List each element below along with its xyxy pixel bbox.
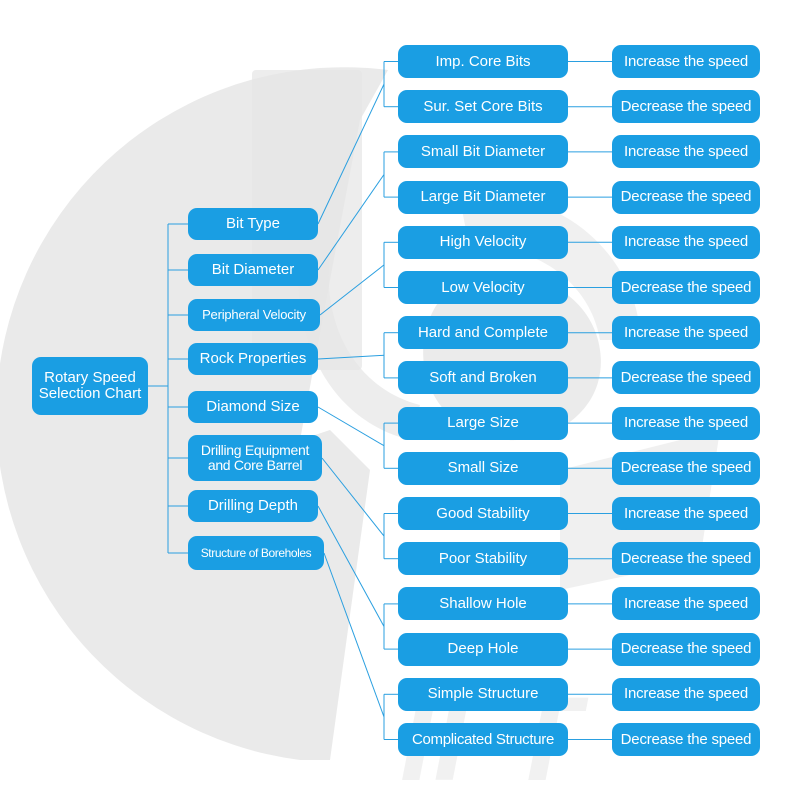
result-node-increase-the-speed-7-1: Increase the speed: [612, 587, 760, 621]
condition-node-shallow-hole: Shallow Hole: [398, 587, 568, 621]
factor-node-peripheral-velocity: Peripheral Velocity: [188, 299, 320, 331]
factor-to-conditions-6: [321, 457, 385, 537]
factor-node-drilling-depth: Drilling Depth: [188, 490, 318, 522]
result-node-increase-the-speed-5-1: Increase the speed: [612, 406, 760, 440]
result-node-decrease-the-speed-2-2: Decrease the speed: [612, 180, 760, 214]
condition-node-deep-hole: Deep Hole: [398, 632, 568, 666]
factor-to-conditions-1: [317, 83, 385, 225]
factor-node-bit-type: Bit Type: [188, 208, 318, 240]
factor-node-structure-of-boreholes: Structure of Boreholes: [188, 536, 324, 570]
condition-node-complicated-structure: Complicated Structure: [398, 723, 568, 756]
condition-node-large-size: Large Size: [398, 406, 568, 440]
condition-node-low-velocity: Low Velocity: [398, 271, 568, 304]
result-node-decrease-the-speed-8-2: Decrease the speed: [612, 723, 760, 756]
condition-node-small-size: Small Size: [398, 451, 568, 485]
factor-node-diamond-size: Diamond Size: [188, 391, 318, 423]
condition-node-soft-and-broken: Soft and Broken: [398, 361, 568, 395]
condition-node-imp-core-bits: Imp. Core Bits: [398, 45, 568, 78]
factor-to-conditions-5: [317, 406, 385, 447]
result-node-decrease-the-speed-1-2: Decrease the speed: [612, 90, 760, 124]
result-node-increase-the-speed-2-1: Increase the speed: [612, 135, 760, 169]
result-node-increase-the-speed-4-1: Increase the speed: [612, 316, 760, 350]
result-node-increase-the-speed-6-1: Increase the speed: [612, 497, 760, 530]
condition-node-sur-set-core-bits: Sur. Set Core Bits: [398, 90, 568, 124]
factor-to-conditions-3: [319, 264, 385, 316]
condition-node-large-bit-diameter: Large Bit Diameter: [398, 180, 568, 214]
condition-node-high-velocity: High Velocity: [398, 225, 568, 259]
result-node-decrease-the-speed-6-2: Decrease the speed: [612, 542, 760, 576]
result-node-increase-the-speed-3-1: Increase the speed: [612, 225, 760, 259]
condition-node-simple-structure: Simple Structure: [398, 677, 568, 711]
result-node-increase-the-speed-1-1: Increase the speed: [612, 45, 760, 78]
result-node-decrease-the-speed-5-2: Decrease the speed: [612, 451, 760, 485]
condition-node-hard-and-complete: Hard and Complete: [398, 316, 568, 350]
factor-to-conditions-8: [323, 552, 385, 718]
factor-node-drilling-equipment-and-core-barrel: Drilling Equipment and Core Barrel: [188, 435, 322, 481]
factor-to-conditions-2: [317, 174, 385, 271]
factor-to-conditions-7: [317, 505, 385, 627]
factor-to-conditions-4: [317, 354, 385, 360]
result-node-decrease-the-speed-7-2: Decrease the speed: [612, 632, 760, 666]
condition-node-good-stability: Good Stability: [398, 497, 568, 530]
result-node-decrease-the-speed-4-2: Decrease the speed: [612, 361, 760, 395]
root-node: Rotary Speed Selection Chart: [32, 357, 148, 415]
condition-node-small-bit-diameter: Small Bit Diameter: [398, 135, 568, 169]
factor-node-bit-diameter: Bit Diameter: [188, 254, 318, 286]
condition-node-poor-stability: Poor Stability: [398, 542, 568, 576]
factor-node-rock-properties: Rock Properties: [188, 343, 318, 375]
result-node-increase-the-speed-8-1: Increase the speed: [612, 677, 760, 711]
result-node-decrease-the-speed-3-2: Decrease the speed: [612, 271, 760, 304]
